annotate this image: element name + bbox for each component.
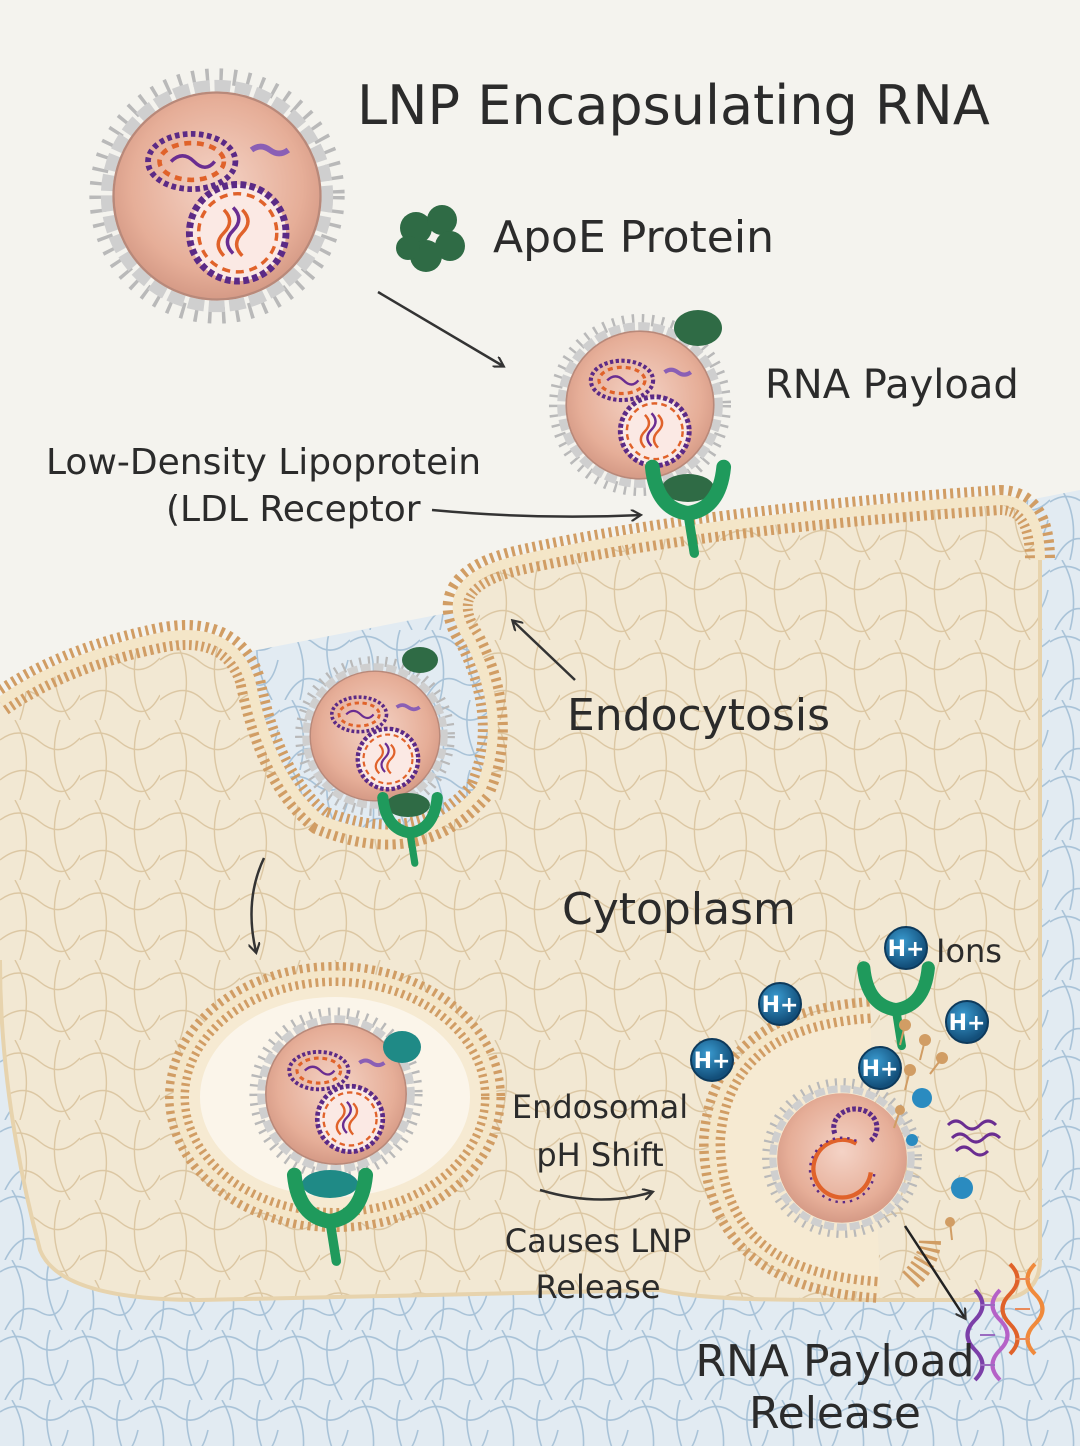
arrow-to-docking — [377, 290, 503, 366]
endosomal-label-line2: pH Shift — [536, 1136, 663, 1174]
apoe-label: ApoE Protein — [493, 212, 774, 263]
apoe-protein-icon — [396, 205, 465, 272]
arrow-release — [903, 1225, 965, 1318]
diagram-title: LNP Encapsulating RNA — [357, 74, 990, 137]
causes-label-line2: Release — [535, 1268, 660, 1306]
apoe-pit-docked-icon — [386, 793, 430, 817]
h-ion-icon: H+ — [758, 982, 802, 1026]
svg-text:H+: H+ — [888, 937, 925, 962]
apoe-pit-icon — [402, 647, 438, 673]
arrow-ph-shift — [539, 1190, 652, 1201]
svg-text:H+: H+ — [862, 1057, 899, 1082]
ldl-label-line2: (LDL Receptor — [166, 489, 421, 530]
lipid-fragments — [893, 1019, 955, 1241]
causes-label-line1: Causes LNP — [505, 1222, 692, 1260]
rna-helix-icon — [965, 1262, 1045, 1382]
ions-label: Ions — [936, 932, 1002, 970]
arrow-to-endosome — [252, 857, 266, 952]
rna-payload-label: RNA Payload — [765, 362, 1019, 408]
endocytosis-label: Endocytosis — [567, 690, 830, 741]
arrow-to-receptor — [431, 508, 640, 517]
svg-text:H+: H+ — [694, 1049, 731, 1074]
h-ion-icon: H+ — [945, 1000, 989, 1044]
svg-text:H+: H+ — [762, 993, 799, 1018]
svg-text:H+: H+ — [949, 1011, 986, 1036]
apoe-bound-icon — [674, 310, 722, 346]
free-rna-icon — [946, 1119, 1002, 1157]
ldl-label-line1: Low-Density Lipoprotein — [46, 442, 481, 483]
h-ion-icon: H+ — [884, 926, 928, 970]
cytoplasm-label: Cytoplasm — [562, 884, 796, 935]
endosomal-label-line1: Endosomal — [512, 1088, 688, 1126]
release-label-line2: Release — [749, 1388, 921, 1439]
apoe-docked-icon — [662, 474, 714, 502]
release-label-line1: RNA Payload — [695, 1336, 974, 1387]
proton-ions: H+ H+ H+ H+ H+ — [690, 926, 989, 1090]
arrow-endocytosis — [513, 621, 576, 681]
apoe-endosome-docked-icon — [302, 1170, 358, 1198]
h-ion-icon: H+ — [690, 1038, 734, 1082]
released-droplets — [906, 1088, 973, 1199]
h-ion-icon: H+ — [858, 1046, 902, 1090]
apoe-endosome-icon — [383, 1031, 421, 1063]
